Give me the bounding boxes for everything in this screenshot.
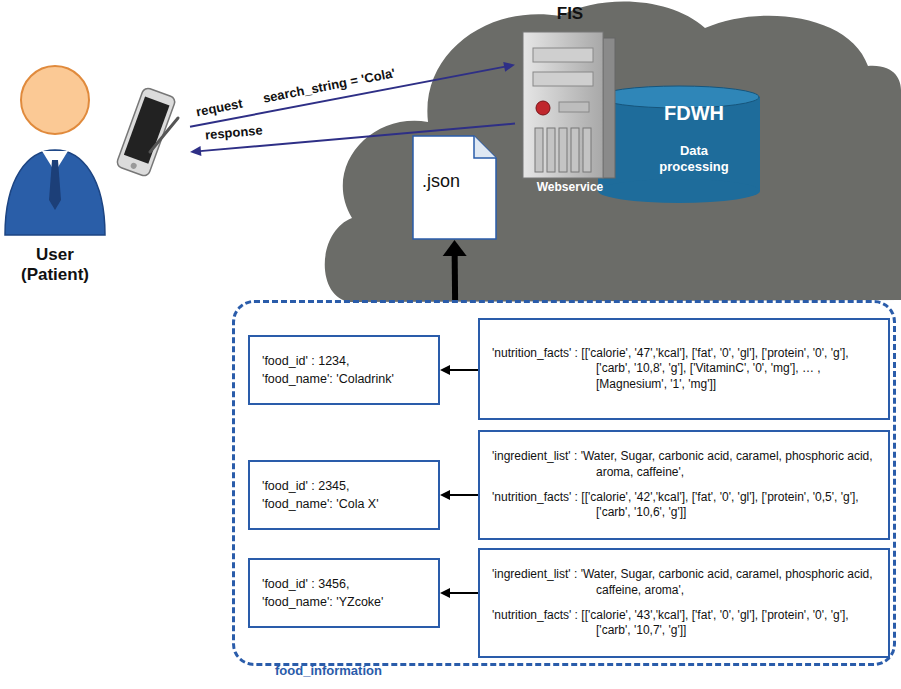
record-key: 'food_name': 'Coladrink' (262, 370, 426, 388)
person-icon (5, 66, 105, 235)
doc-node: .json (412, 135, 497, 240)
server-title: FIS (515, 4, 625, 24)
actor-label: User (Patient) (5, 245, 105, 286)
edge-label: request (195, 97, 244, 121)
connector (443, 240, 467, 300)
cyl-node: FDWH Data processing (598, 85, 760, 203)
record-key: 'food_name': 'Cola X' (262, 495, 426, 513)
connector (190, 62, 515, 127)
record-key: 'food_id' : 2345, (262, 477, 426, 495)
cloud (325, 1, 901, 302)
record-field: 'nutrition_facts' : [['calorie', '43','k… (492, 608, 876, 639)
idbox-node: 'food_id' : 3456,'food_name': 'YZcoke' (248, 558, 440, 628)
database-title: FDWH (628, 101, 760, 125)
record-field: 'ingredient_list' : 'Water, Sugar, carbo… (492, 567, 876, 598)
nbox-node: 'ingredient_list' : 'Water, Sugar, carbo… (478, 430, 890, 540)
nbox-node: 'nutrition_facts' : [['calorie', '47','k… (478, 318, 890, 420)
idbox-node: 'food_id' : 1234,'food_name': 'Coladrink… (248, 335, 440, 405)
stylus (150, 118, 178, 152)
file-label: .json (422, 171, 460, 193)
record-key: 'food_id' : 1234, (262, 352, 426, 370)
record-key: 'food_name': 'YZcoke' (262, 593, 426, 611)
connector (440, 490, 478, 500)
server-node: FIS Webservice (515, 4, 625, 200)
record-field: 'ingredient_list' : 'Water, Sugar, carbo… (492, 449, 876, 480)
database-caption: Data processing (649, 143, 739, 176)
connector (440, 588, 478, 598)
server-caption: Webservice (515, 180, 625, 194)
server-icon (515, 4, 625, 200)
idbox-node: 'food_id' : 2345,'food_name': 'Cola X' (248, 460, 440, 530)
nbox-node: 'ingredient_list' : 'Water, Sugar, carbo… (478, 548, 890, 658)
user-node: User (Patient) (0, 50, 190, 290)
record-field: 'nutrition_facts' : [['calorie', '47','k… (492, 346, 876, 393)
connector (440, 365, 478, 375)
edge-label: response (204, 124, 263, 144)
record-field: 'nutrition_facts' : [['calorie', '42','k… (492, 490, 876, 521)
region-node: food_information'food_id' : 1234,'food_n… (232, 300, 896, 666)
region-label: food_information (275, 663, 382, 679)
record-key: 'food_id' : 3456, (262, 575, 426, 593)
